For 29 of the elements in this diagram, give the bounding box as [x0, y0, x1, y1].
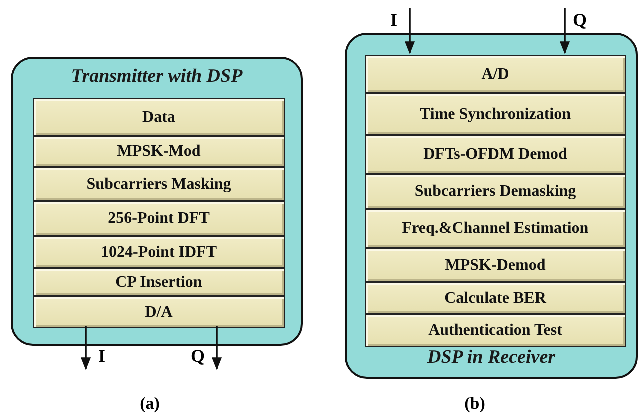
signal-arrow: [80, 326, 92, 370]
process-block: CP Insertion: [33, 268, 285, 296]
process-block: Calculate BER: [365, 282, 626, 314]
process-block: Subcarriers Demasking: [365, 174, 626, 209]
edge-label: Q: [573, 10, 587, 30]
process-block: Subcarriers Masking: [33, 167, 285, 201]
process-block: Freq.&Channel Estimation: [365, 209, 626, 248]
process-block: 1024-Point IDFT: [33, 236, 285, 268]
process-block: Time Synchronization: [365, 93, 626, 135]
edge-label: I: [390, 10, 398, 30]
process-block: Authentication Test: [365, 314, 626, 347]
subfigure-label: (b): [464, 394, 486, 414]
subfigure-label: (a): [140, 394, 160, 414]
panel-title: Transmitter with DSP: [70, 66, 244, 88]
process-block: MPSK-Mod: [33, 136, 285, 167]
panel-title: DSP in Receiver: [426, 347, 557, 369]
process-block: A/D: [365, 55, 626, 93]
process-block: Data: [33, 98, 285, 136]
process-block: 256-Point DFT: [33, 201, 285, 236]
edge-label: Q: [191, 346, 205, 366]
process-block: MPSK-Demod: [365, 248, 626, 282]
signal-arrow: [404, 8, 416, 54]
signal-arrow: [560, 8, 570, 54]
signal-arrow: [212, 326, 222, 370]
dsp-panel: [11, 57, 303, 346]
edge-label: I: [98, 346, 106, 366]
process-block: D/A: [33, 296, 285, 328]
process-block: DFTs-OFDM Demod: [365, 135, 626, 174]
dsp-panel: [345, 33, 638, 379]
